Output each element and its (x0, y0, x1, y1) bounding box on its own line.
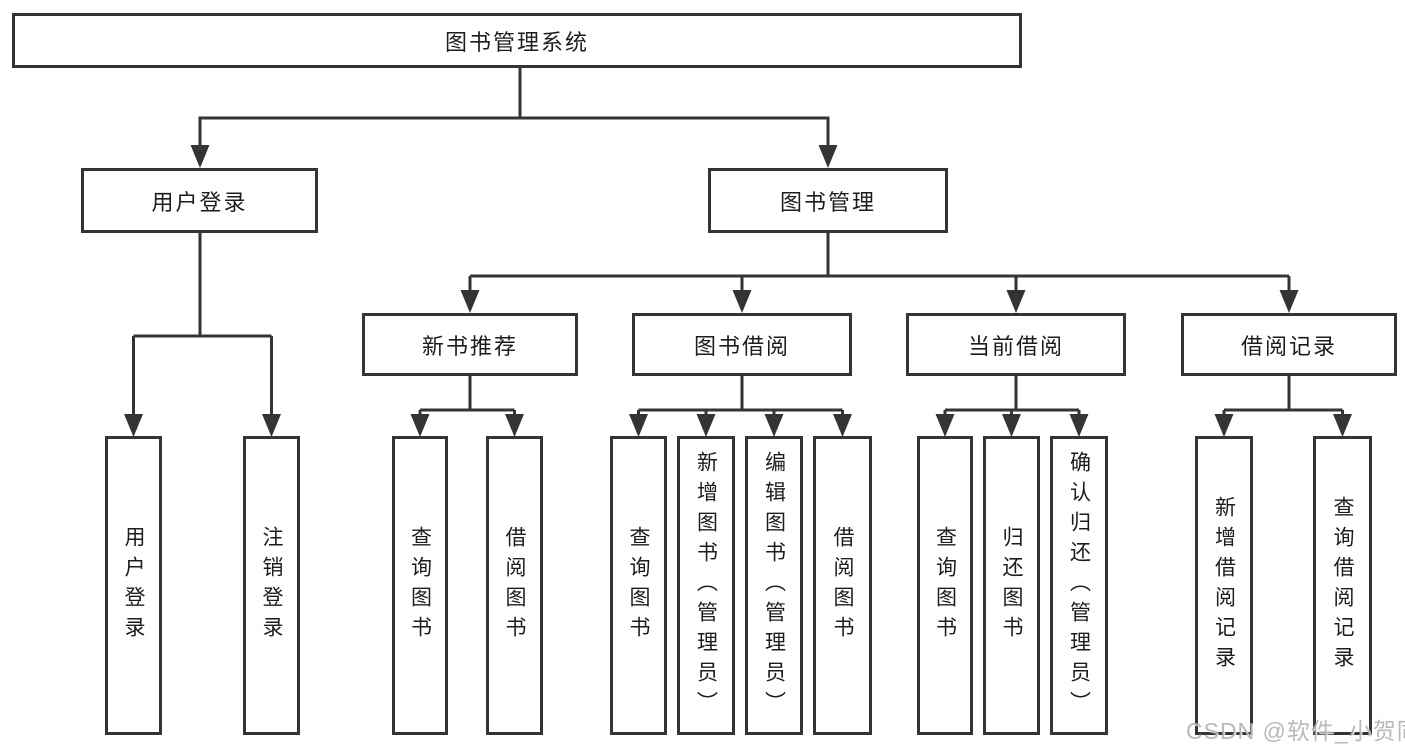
node-label: 借阅记录 (1240, 333, 1337, 359)
node-label: 图书管理 (779, 189, 876, 215)
node-label: 新增借阅记录 (1212, 495, 1236, 676)
node-label: 借阅图书 (503, 525, 526, 646)
node-label: 用户登录 (151, 189, 248, 215)
csdn-watermark: CSDN @软件_小贺同学 (1186, 718, 1405, 744)
node-new-book-recommend: 新书推荐 (362, 313, 578, 376)
node-label: 图书借阅 (693, 333, 790, 359)
leaf-query-books-current: 查询图书 (917, 436, 973, 735)
node-book-management: 图书管理 (708, 168, 948, 233)
node-current-borrow: 当前借阅 (906, 313, 1126, 376)
leaf-add-books-admin: 新增图书（管理员） (677, 436, 735, 735)
node-library-system: 图书管理系统 (12, 13, 1022, 68)
leaf-confirm-return-admin: 确认归还（管理员） (1050, 436, 1108, 735)
node-label: 注销登录 (260, 525, 283, 646)
node-label: 用户登录 (122, 525, 145, 646)
node-label: 新书推荐 (421, 333, 518, 359)
node-label: 查询借阅记录 (1331, 495, 1354, 676)
node-book-borrow: 图书借阅 (632, 313, 852, 376)
leaf-logout: 注销登录 (243, 436, 300, 735)
arrowhead-icons (124, 145, 1352, 437)
node-label: 编辑图书（管理员） (762, 450, 786, 721)
node-label: 新增图书（管理员） (694, 450, 718, 721)
leaf-return-books: 归还图书 (983, 436, 1040, 735)
node-label: 借阅图书 (831, 525, 854, 646)
leaf-query-books-recommend: 查询图书 (392, 436, 448, 735)
leaf-query-books-borrow: 查询图书 (610, 436, 667, 735)
leaf-add-borrow-record: 新增借阅记录 (1195, 436, 1253, 735)
leaf-edit-books-admin: 编辑图书（管理员） (745, 436, 803, 735)
node-label: 查询图书 (933, 525, 957, 646)
leaf-user-login: 用户登录 (105, 436, 162, 735)
node-user-login: 用户登录 (81, 168, 318, 233)
node-label: 归还图书 (1000, 525, 1023, 646)
leaf-query-borrow-record: 查询借阅记录 (1313, 436, 1372, 735)
node-borrow-records: 借阅记录 (1181, 313, 1397, 376)
node-label: 查询图书 (408, 525, 432, 646)
node-label: 图书管理系统 (444, 29, 589, 55)
node-label: 查询图书 (627, 525, 650, 646)
leaf-borrow-books: 借阅图书 (813, 436, 872, 735)
node-label: 当前借阅 (967, 333, 1064, 359)
leaf-borrow-books-recommend: 借阅图书 (486, 436, 543, 735)
node-label: 确认归还（管理员） (1067, 450, 1091, 721)
